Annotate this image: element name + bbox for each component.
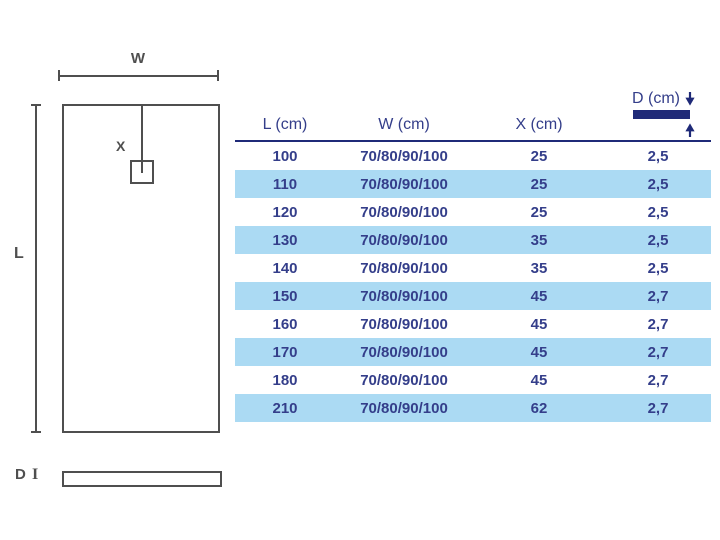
table-row: 180 70/80/90/100 45 2,7 [235, 366, 711, 394]
header-separator-line [235, 140, 711, 142]
table-cell: 70/80/90/100 [360, 399, 448, 417]
column-header-depth-label: D (cm) [632, 90, 680, 107]
length-dimension-tick-bottom [31, 431, 41, 433]
table-cell: 70/80/90/100 [360, 371, 448, 389]
table-cell: 2,5 [647, 231, 669, 249]
table-cell: 2,7 [647, 287, 669, 305]
table-cell: 2,7 [647, 343, 669, 361]
tray-top-view-diagram: W X L D I [0, 0, 235, 540]
depth-tick-icon: I [32, 466, 39, 483]
table-row: 160 70/80/90/100 45 2,7 [235, 310, 711, 338]
table-row: 140 70/80/90/100 35 2,5 [235, 254, 711, 282]
column-header-width: W (cm) [378, 116, 430, 133]
table-row: 100 70/80/90/100 25 2,5 [235, 142, 711, 170]
table-cell: 70/80/90/100 [360, 203, 448, 221]
table-cell: 170 [272, 343, 298, 361]
table-cell: 70/80/90/100 [360, 231, 448, 249]
column-header-depth: D (cm) [605, 88, 711, 140]
length-dimension-label: L [14, 245, 24, 262]
table-cell: 62 [530, 399, 548, 417]
table-header-row: L (cm) W (cm) X (cm) D (cm) [235, 88, 711, 140]
table-cell: 180 [272, 371, 298, 389]
table-cell: 35 [530, 259, 548, 277]
length-dimension-line [35, 104, 37, 433]
table-row: 120 70/80/90/100 25 2,5 [235, 198, 711, 226]
table-cell: 45 [530, 287, 548, 305]
table-cell: 210 [272, 399, 298, 417]
table-cell: 110 [272, 175, 298, 193]
table-row: 150 70/80/90/100 45 2,7 [235, 282, 711, 310]
table-cell: 2,5 [647, 203, 669, 221]
table-cell: 70/80/90/100 [360, 175, 448, 193]
table-row: 170 70/80/90/100 45 2,7 [235, 338, 711, 366]
width-dimension-tick-left [58, 70, 60, 81]
table-cell: 120 [272, 203, 298, 221]
length-dimension-tick-top [31, 104, 41, 106]
table-cell: 2,7 [647, 399, 669, 417]
drain-square [130, 160, 154, 184]
table-cell: 70/80/90/100 [360, 147, 448, 165]
table-cell: 100 [272, 147, 298, 165]
table-cell: 2,5 [647, 147, 669, 165]
width-dimension-label: W [130, 50, 147, 67]
table-cell: 25 [530, 203, 548, 221]
depth-dimension-label: D [15, 466, 26, 483]
table-cell: 2,7 [647, 315, 669, 333]
table-cell: 140 [272, 259, 298, 277]
table-row: 130 70/80/90/100 35 2,5 [235, 226, 711, 254]
column-header-length: L (cm) [262, 116, 308, 133]
width-dimension-line [58, 75, 219, 77]
table-cell: 2,7 [647, 371, 669, 389]
table-cell: 2,5 [647, 175, 669, 193]
table-cell: 160 [272, 315, 298, 333]
table-cell: 25 [530, 147, 548, 165]
table-cell: 150 [272, 287, 298, 305]
table-row: 110 70/80/90/100 25 2,5 [235, 170, 711, 198]
width-dimension-tick-right [217, 70, 219, 81]
table-rows: 100 70/80/90/100 25 2,5 110 70/80/90/100 25 2,5… [235, 142, 711, 422]
table-cell: 70/80/90/100 [360, 343, 448, 361]
dimension-table: L (cm) W (cm) X (cm) D (cm) 100 70/80/90/… [235, 88, 711, 422]
drain-center-line [141, 104, 143, 173]
tray-side-view-outline [62, 471, 222, 487]
table-cell: 130 [272, 231, 298, 249]
thickness-bar-icon [633, 110, 690, 119]
table-cell: 70/80/90/100 [360, 315, 448, 333]
table-row: 210 70/80/90/100 62 2,7 [235, 394, 711, 422]
column-header-drain-offset: X (cm) [515, 116, 563, 133]
table-cell: 45 [530, 343, 548, 361]
table-cell: 70/80/90/100 [360, 259, 448, 277]
table-cell: 2,5 [647, 259, 669, 277]
table-cell: 25 [530, 175, 548, 193]
drain-offset-label: X [116, 138, 126, 154]
table-cell: 70/80/90/100 [360, 287, 448, 305]
table-cell: 35 [530, 231, 548, 249]
arrow-up-icon [685, 123, 695, 137]
table-cell: 45 [530, 371, 548, 389]
arrow-down-icon [685, 92, 695, 106]
table-cell: 45 [530, 315, 548, 333]
